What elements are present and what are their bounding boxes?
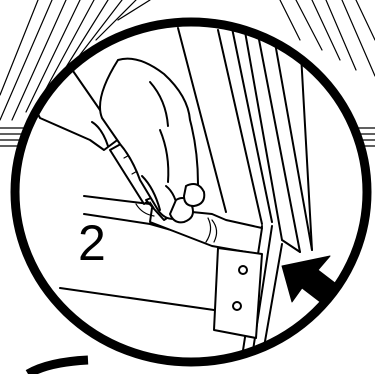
hand-holding-screwdriver-icon: [10, 58, 204, 222]
step-number: 2: [78, 215, 106, 271]
hinge-plate-icon: [150, 208, 262, 338]
next-step-circle-edge: [28, 360, 88, 374]
